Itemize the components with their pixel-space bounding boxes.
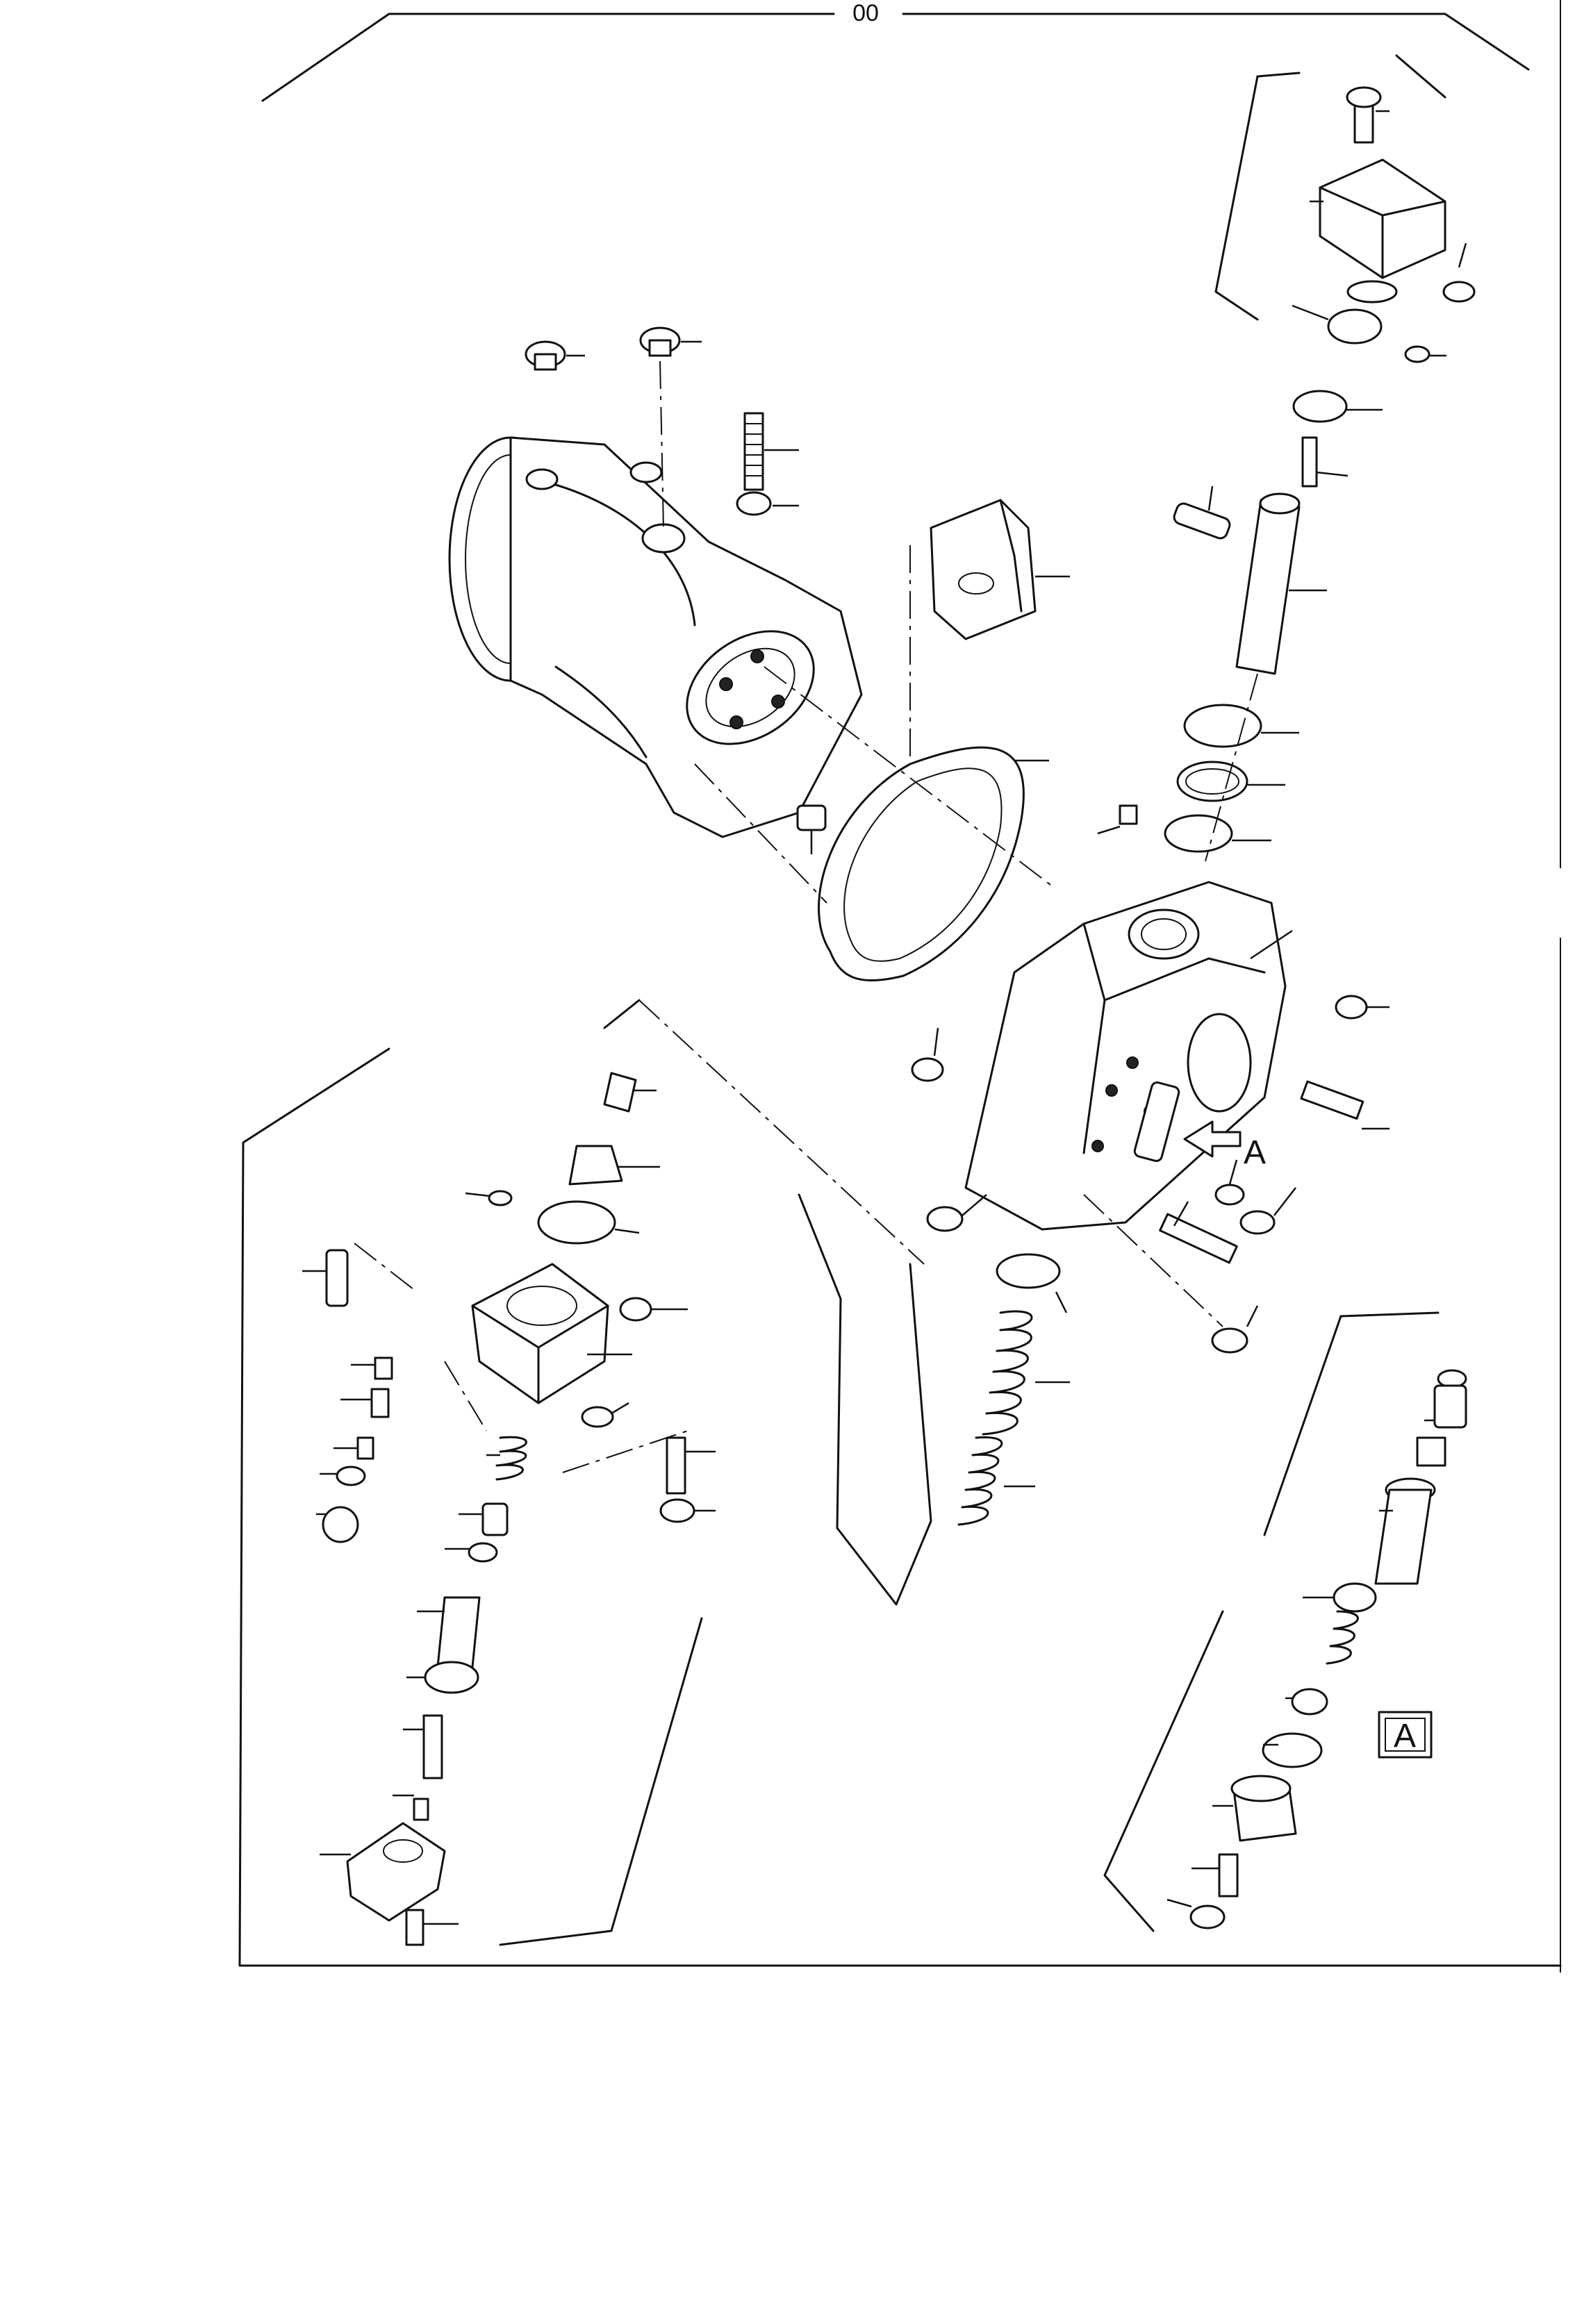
right-screw [1300, 1080, 1390, 1130]
bottom-right-plug [1211, 1305, 1259, 1354]
plug-axis-line [659, 360, 664, 529]
lower-small-parts [316, 1356, 393, 1543]
detail-a-stack [1166, 1369, 1467, 1929]
outer-spring [982, 1310, 1070, 1436]
gasket-axis-line-2 [764, 666, 1057, 890]
top-right-bracket [1214, 54, 1446, 321]
relief-sleeve [1235, 492, 1327, 675]
right-plug [1335, 995, 1390, 1020]
detail-frame [238, 1047, 1562, 1967]
lower-bracket-lines [354, 1243, 703, 1946]
stud-bolt [736, 412, 799, 516]
lower-end-block [320, 1822, 446, 1922]
bottom-right-screw [1159, 1201, 1238, 1264]
lower-left-stack [465, 1072, 660, 1245]
top-o-rings [1292, 304, 1446, 423]
lower-cover-block [471, 1263, 632, 1404]
valve-body [964, 881, 1293, 1231]
valve-stud [1133, 1081, 1180, 1163]
cylinder-housing [448, 436, 863, 838]
lower-cover-plug [619, 1297, 688, 1322]
housing-plug-right [639, 326, 702, 357]
relief-axis-line [1205, 673, 1258, 862]
lower-side-screw [581, 1402, 629, 1428]
valve-top-plug [1097, 804, 1138, 835]
side-valve-pin [1173, 485, 1231, 540]
piston-pin [1301, 436, 1349, 488]
gasket-axis-line [694, 763, 827, 904]
detail-a-label: A [1394, 1718, 1416, 1754]
housing-plug-left [525, 340, 585, 371]
left-plug [911, 1027, 944, 1082]
inner-spring [957, 1436, 1035, 1526]
lower-stud-nut [659, 1436, 716, 1523]
right-small-plugs [1214, 1159, 1296, 1235]
spring-seat [996, 1253, 1068, 1313]
lower-valve-column [393, 1502, 509, 1821]
page-number: 00 [852, 0, 879, 26]
arrow-a-callout [1183, 1120, 1242, 1158]
lower-left-screw [302, 1249, 349, 1307]
arrow-a-label: A [1244, 1134, 1266, 1171]
top-frame [261, 13, 1530, 102]
top-screw [1346, 86, 1390, 144]
lower-spring [486, 1436, 527, 1481]
detail-a-box [1378, 1711, 1433, 1759]
detail-a-bracket [1103, 1311, 1440, 1932]
dowel-pin [796, 804, 827, 854]
gasket [818, 746, 1049, 981]
lower-left-plug [926, 1194, 987, 1232]
middle-brackets [603, 999, 932, 1606]
lower-end-screw [405, 1909, 459, 1946]
seal-rings [1164, 704, 1299, 853]
cover-cap [930, 499, 1070, 640]
top-side-plug [1442, 242, 1476, 303]
valve-axis-line [1083, 1194, 1223, 1327]
top-cover-block [1310, 158, 1446, 304]
